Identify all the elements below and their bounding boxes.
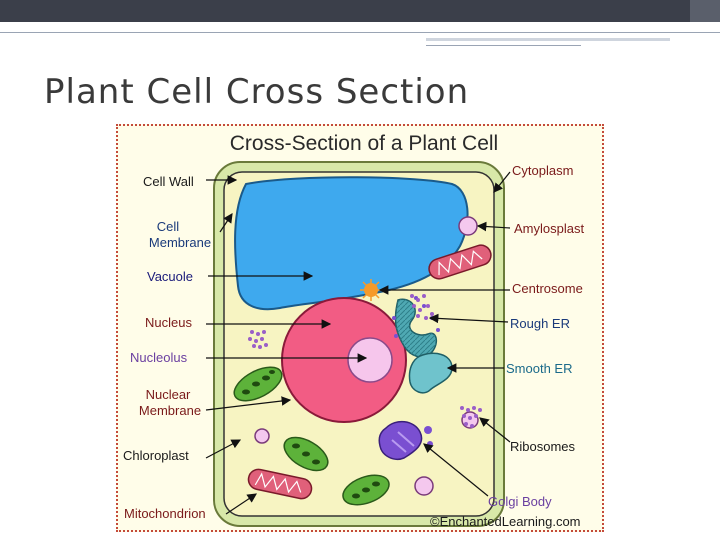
label-cytoplasm: Cytoplasm (512, 163, 573, 178)
label-nucleolus: Nucleolus (130, 350, 188, 365)
label-amylosplast: Amylosplast (514, 221, 584, 236)
label-cell-membrane-line1: Cell (157, 219, 180, 234)
label-nuclear-membrane-line1: Nuclear (146, 387, 191, 402)
amylosplast (254, 428, 270, 444)
label-ribosomes: Ribosomes (510, 439, 576, 454)
nucleus (281, 297, 407, 423)
label-vacuole: Vacuole (147, 269, 193, 284)
label-arrows-left (205, 175, 368, 515)
slide-title: Plant Cell Cross Section (44, 72, 470, 112)
label-cell-wall: Cell Wall (143, 174, 194, 189)
credit-text: ©EnchantedLearning.com (430, 514, 581, 529)
label-rough-er: Rough ER (510, 316, 570, 331)
label-nucleus: Nucleus (145, 315, 192, 330)
chloroplast-bottom (342, 474, 390, 506)
slide-top-rule (0, 32, 720, 33)
chloroplast-middle (283, 436, 329, 472)
nucleolus (347, 337, 393, 383)
chloroplast-left (233, 366, 283, 402)
label-arrows-right (378, 171, 511, 497)
ribosomes-cluster (248, 330, 268, 349)
label-centrosome: Centrosome (512, 281, 583, 296)
slide-top-bar (0, 0, 720, 22)
label-golgi-body: Golgi Body (488, 494, 552, 509)
mitochondrion-lower (247, 468, 313, 500)
mitochondrion-upper (428, 244, 492, 280)
centrosome (360, 279, 382, 301)
slide-top-rule-short (426, 45, 581, 46)
label-cell-membrane-line2: Membrane (149, 235, 211, 250)
label-mitochondrion: Mitochondrion (124, 506, 206, 521)
smooth-er (408, 352, 453, 394)
label-chloroplast: Chloroplast (123, 448, 189, 463)
slide-top-rule-accent (426, 38, 670, 41)
diagram-title: Cross-Section of a Plant Cell (230, 132, 498, 155)
rough-er (392, 296, 440, 358)
slide-top-bar-accent (690, 0, 720, 22)
ribosomes-cluster (410, 294, 434, 320)
label-nuclear-membrane-line2: Membrane (139, 403, 201, 418)
label-smooth-er: Smooth ER (506, 361, 572, 376)
amylosplast (414, 476, 434, 496)
amylosplast (458, 216, 478, 236)
ribosomes-cluster (460, 406, 482, 428)
